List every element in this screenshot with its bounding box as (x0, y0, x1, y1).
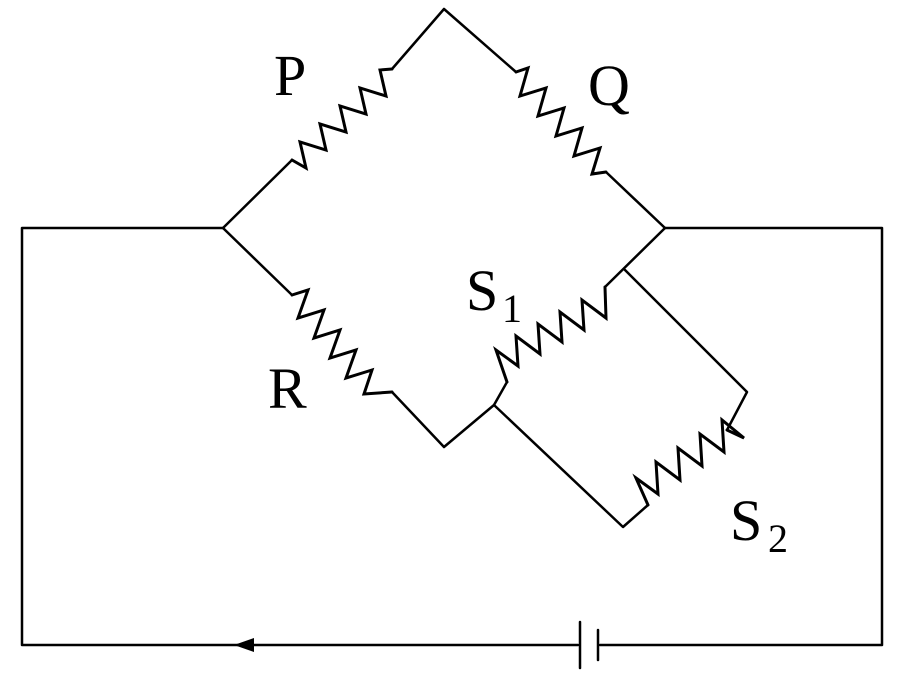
resistor-P (290, 67, 394, 172)
label-S2: S (730, 488, 762, 553)
current-arrow-icon (234, 638, 254, 652)
outer-wire-right (598, 226, 884, 647)
wire-left-to-R (221, 226, 294, 297)
wire-junction-to-S2-top (623, 268, 749, 432)
resistor-R (290, 287, 394, 396)
wire-bottom-to-S2 (492, 403, 650, 529)
wire-P-to-top (390, 7, 518, 74)
wire-R-to-bottom (390, 380, 509, 449)
resistor-S1 (493, 285, 608, 384)
wire-right-to-S1 (603, 226, 667, 289)
label-S2-subscript: 2 (768, 516, 788, 561)
label-S1: S (466, 258, 498, 323)
resistor-S2 (632, 416, 745, 507)
outer-wire-left (20, 226, 580, 647)
wire-Q-to-right (604, 170, 667, 230)
resistor-Q (514, 65, 608, 176)
label-Q: Q (588, 53, 630, 118)
wire-left-to-P (221, 158, 294, 230)
label-P: P (274, 43, 306, 108)
label-R: R (268, 356, 307, 421)
battery-icon (578, 620, 600, 670)
label-S1-subscript: 1 (502, 286, 522, 331)
